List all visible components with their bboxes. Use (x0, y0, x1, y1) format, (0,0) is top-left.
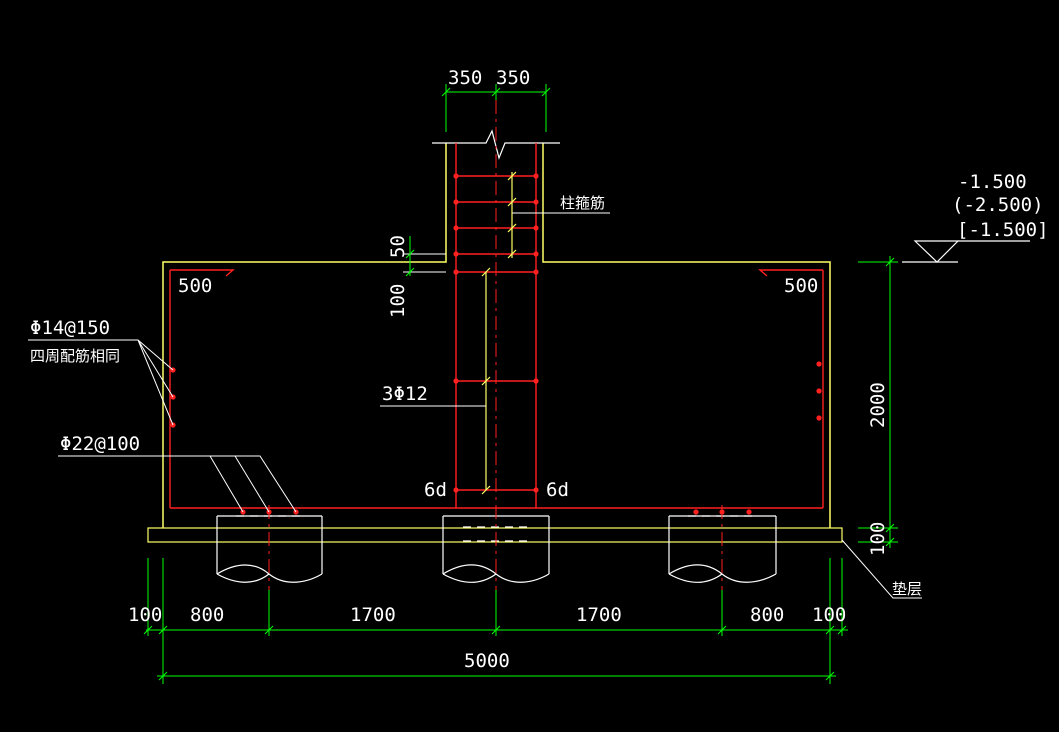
pile-cap-outline (162, 143, 831, 528)
stirrup-bars-label: 3Φ12 (382, 383, 428, 405)
pile-middle (442, 515, 550, 583)
cushion-layer (147, 527, 843, 543)
bottom-dim-3: 1700 (350, 604, 396, 626)
lap-right-label: 6d (546, 479, 569, 501)
rebar-dots (170, 173, 822, 515)
bottom-dim-1: 100 (128, 604, 162, 626)
side-bar-spec: Φ14@150 (30, 317, 110, 339)
elevation-middle: (-2.500) (952, 194, 1044, 216)
elevation-bottom: [-1.500] (957, 219, 1049, 241)
tie-ticks (481, 171, 517, 495)
leader-lines (28, 212, 922, 599)
dim-50-label: 50 (387, 235, 409, 258)
bottom-dim-2: 800 (190, 604, 224, 626)
side-bar-note: 四周配筋相同 (30, 347, 120, 365)
dimension-lines (143, 84, 898, 684)
elevation-top: -1.500 (958, 171, 1027, 193)
hook-left-rebar (170, 269, 235, 277)
column-dim-right: 350 (496, 67, 530, 89)
lap-left-label: 6d (424, 479, 447, 501)
bottom-dim-5: 800 (750, 604, 784, 626)
stirrup-label: 柱箍筋 (560, 194, 605, 212)
column-break-line (432, 129, 560, 160)
bottom-bar-spec: Φ22@100 (60, 433, 140, 455)
dim-100-anchor-label: 100 (387, 284, 409, 318)
elevation-symbol (902, 240, 1030, 263)
center-lines (268, 100, 723, 630)
height-100-label: 100 (867, 522, 889, 556)
hook-right-label: 500 (784, 275, 818, 297)
height-2000-label: 2000 (867, 382, 889, 428)
hook-left-label: 500 (178, 275, 212, 297)
column-dim-left: 350 (448, 67, 482, 89)
total-dim-label: 5000 (464, 650, 510, 672)
bottom-dim-6: 100 (812, 604, 846, 626)
inner-column-bars (485, 172, 513, 490)
cushion-label: 垫层 (892, 580, 922, 598)
hook-right-rebar (758, 269, 823, 277)
bottom-dim-4: 1700 (576, 604, 622, 626)
